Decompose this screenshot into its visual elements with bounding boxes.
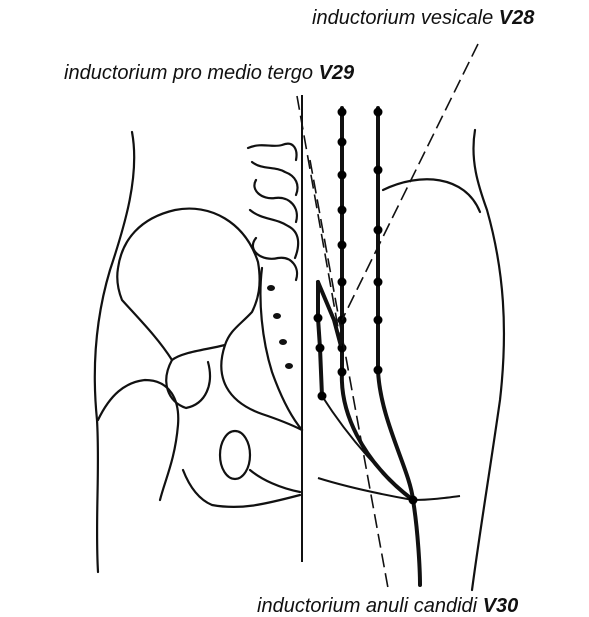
- sacrum: [260, 268, 302, 430]
- femoral-head: [166, 360, 210, 408]
- label-v28: inductorium vesicale V28: [312, 8, 534, 28]
- label-v30-code: V30: [483, 595, 519, 617]
- meridian-zigzag: [318, 282, 322, 396]
- femur: [98, 380, 300, 507]
- ischium: [221, 345, 302, 430]
- label-v29: inductorium pro medio tergo V29: [64, 63, 354, 83]
- obturator-foramen: [220, 431, 250, 479]
- right-body-outline: [472, 130, 504, 590]
- lumbar-vertebrae: [248, 144, 298, 280]
- lower-curve-1: [322, 396, 413, 500]
- label-v30-name: inductorium anuli candidi: [257, 595, 477, 617]
- label-v30: inductorium anuli candidi V30: [257, 596, 518, 616]
- label-v29-code: V29: [319, 62, 355, 84]
- ilium: [117, 209, 259, 360]
- label-v28-name: inductorium vesicale: [312, 7, 493, 29]
- label-v28-code: V28: [499, 7, 535, 29]
- pubis: [250, 470, 300, 492]
- label-v29-name: inductorium pro medio tergo: [64, 62, 313, 84]
- left-body-outline: [95, 132, 134, 572]
- leader-v28: [342, 44, 478, 320]
